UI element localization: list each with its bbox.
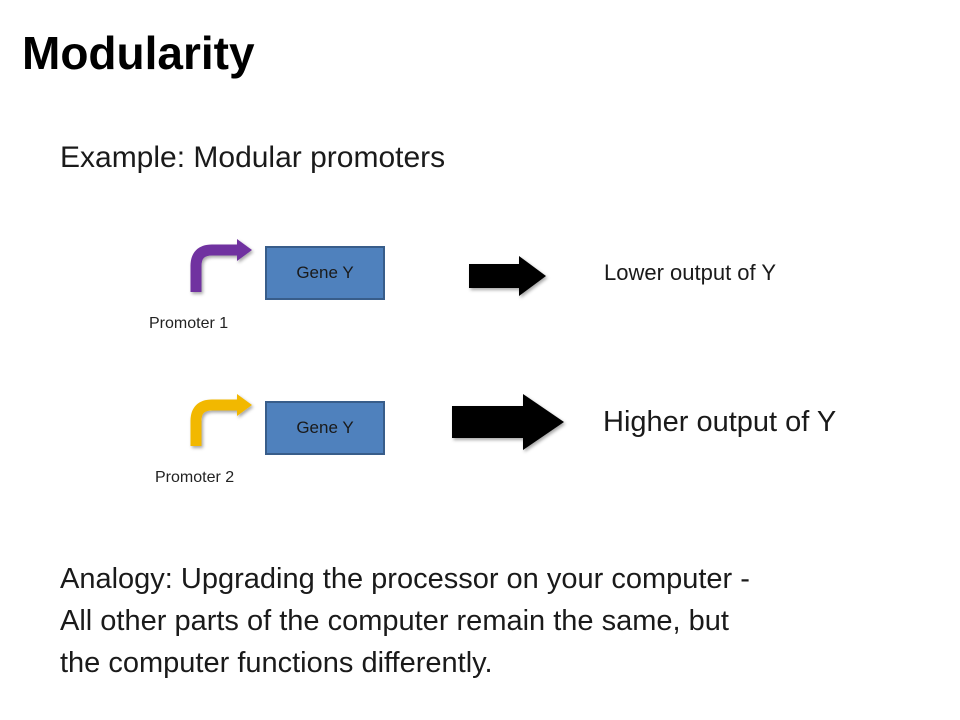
analogy-line-2: All other parts of the computer remain t… [60, 605, 729, 637]
analogy-text: Analogy: Upgrading the processor on your… [60, 558, 940, 684]
promoter-1-icon [190, 239, 252, 292]
small-arrow-icon [469, 256, 546, 296]
promoter-1-label: Promoter 1 [149, 315, 229, 332]
gene-y-label-2: Gene Y [296, 418, 354, 437]
large-arrow-icon [452, 394, 564, 450]
analogy-line-1: Analogy: Upgrading the processor on your… [60, 563, 750, 595]
gene-y-box-1: Gene Y [265, 246, 385, 300]
slide-title: Modularity [22, 27, 255, 79]
analogy-line-3: the computer functions differently. [60, 647, 493, 679]
lower-output-label: Lower output of Y [604, 260, 777, 285]
gene-y-label-1: Gene Y [296, 263, 354, 282]
promoter-2-icon [190, 394, 252, 446]
higher-output-label: Higher output of Y [603, 406, 837, 438]
promoter-2-label: Promoter 2 [155, 469, 235, 486]
gene-y-box-2: Gene Y [265, 401, 385, 455]
slide-subtitle: Example: Modular promoters [60, 141, 446, 174]
